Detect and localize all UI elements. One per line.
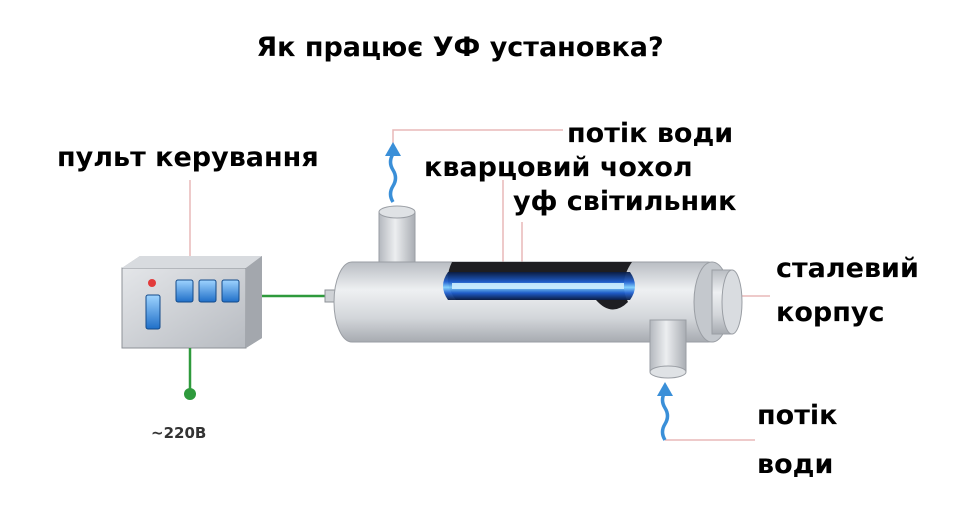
display-button-2 xyxy=(198,279,217,303)
power-switch-icon xyxy=(145,294,161,330)
indicator-light-icon xyxy=(148,279,156,287)
water-flow-in-arrow-icon xyxy=(657,382,673,441)
steel-housing-label-line2: корпус xyxy=(776,297,885,328)
leader-lines xyxy=(189,129,770,441)
display-button-1 xyxy=(175,279,194,303)
control-panel-box xyxy=(121,256,262,349)
cables xyxy=(188,294,325,392)
leader-line-water-out xyxy=(392,129,563,145)
water-flow-out-label: потік води xyxy=(567,118,734,149)
water-flow-out-arrow-icon xyxy=(385,142,401,203)
water-flow-in-label-line2: води xyxy=(757,449,834,480)
quartz-sleeve-label: кварцовий чохол xyxy=(424,152,693,183)
diagram-title: Як працює УФ установка? xyxy=(256,32,664,63)
voltage-label: ~220В xyxy=(151,424,207,442)
steel-housing-label-line1: сталевий xyxy=(776,253,919,284)
uv-lamp-label: уф світильник xyxy=(513,186,737,217)
control-panel-label: пульт керування xyxy=(57,142,319,173)
display-button-3 xyxy=(221,279,240,303)
uv-lamp-glow xyxy=(452,283,624,289)
cutaway-window xyxy=(443,262,635,310)
water-flow-in-label-line1: потік xyxy=(757,400,838,431)
power-terminal-icon xyxy=(184,388,196,400)
inlet-pipe xyxy=(649,319,687,379)
